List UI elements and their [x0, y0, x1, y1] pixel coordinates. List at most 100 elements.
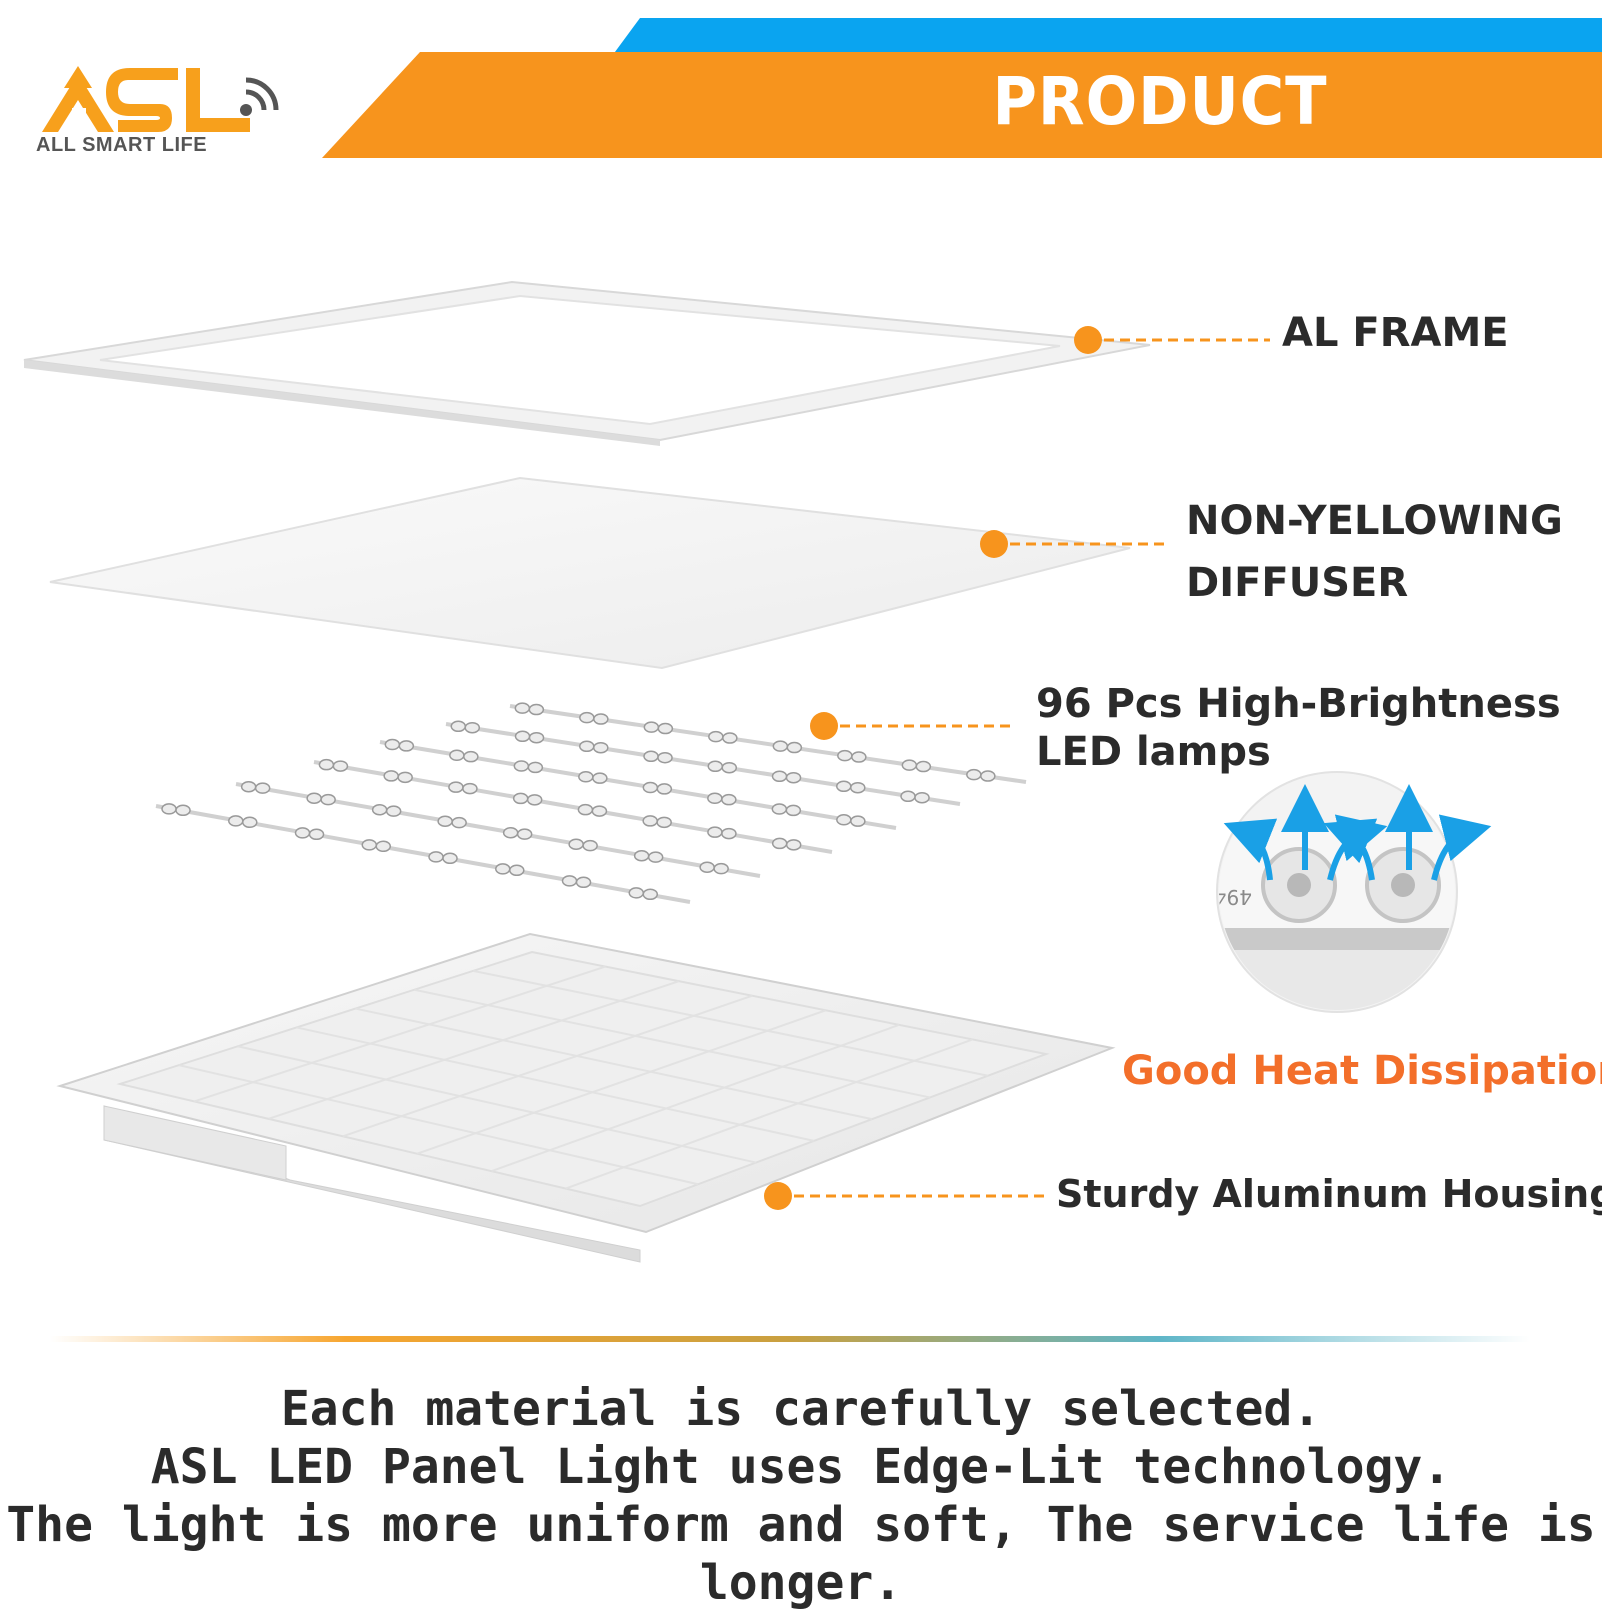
label-led-line2: LED lamps: [1036, 729, 1271, 775]
led-chip: [383, 770, 399, 782]
footer-line1: Each material is carefully selected.: [280, 1381, 1322, 1437]
led-chip: [371, 804, 388, 816]
led-chip: [361, 839, 378, 851]
led-chip: [228, 815, 244, 827]
led-chip: [721, 827, 737, 840]
brand-tagline: ALL SMART LIFE: [36, 134, 208, 156]
led-chip: [294, 827, 311, 839]
led-chip: [980, 770, 996, 782]
led-chip: [242, 816, 258, 829]
pan-grid-line: [491, 1023, 900, 1173]
pan-grid-line: [565, 1038, 973, 1190]
led-chip: [713, 862, 729, 875]
led-chip: [448, 781, 464, 793]
led-chip: [771, 803, 788, 815]
led-chip: [785, 804, 802, 817]
led-chip: [161, 803, 177, 815]
led-chip: [837, 749, 853, 762]
led-chip: [332, 760, 349, 772]
led-chip: [398, 740, 415, 752]
led-chip: [642, 815, 658, 827]
led-chip: [850, 815, 866, 827]
asl-logo: [42, 66, 250, 132]
led-chip: [657, 751, 673, 764]
led-chip: [512, 792, 529, 805]
leader-housing: [764, 1182, 1046, 1210]
led-chip: [772, 740, 789, 752]
led-chip: [628, 887, 645, 899]
label-diffuser-line1: NON-YELLOWING: [1186, 498, 1563, 544]
led-chip: [785, 839, 802, 851]
led-chip: [901, 759, 918, 771]
pan-grid-line: [414, 988, 931, 1099]
led-chip: [384, 738, 401, 751]
led-chip: [509, 864, 525, 877]
header-blue-bar: [612, 18, 1602, 56]
label-al-frame: AL FRAME: [1282, 310, 1509, 356]
led-chip: [642, 888, 659, 901]
led-chip: [593, 741, 609, 754]
label-led-lamps: 96 Pcs High-Brightness LED lamps: [1036, 680, 1561, 776]
label-led-line1: 96 Pcs High-Brightness: [1036, 681, 1561, 727]
led-chip: [442, 852, 458, 865]
led-chip: [657, 722, 674, 735]
led-chip: [914, 791, 930, 804]
led-chip: [463, 750, 479, 763]
led-chip: [375, 840, 392, 853]
pan-grid-line: [416, 1009, 827, 1155]
led-chip: [577, 803, 594, 816]
led-chip: [450, 720, 467, 733]
led-chip: [771, 770, 788, 783]
led-chip: [528, 731, 545, 744]
footer-divider: [50, 1336, 1530, 1342]
led-chip: [900, 790, 916, 803]
led-chip: [451, 816, 467, 829]
pan-grid-line: [193, 965, 606, 1103]
label-aluminum-housing: Sturdy Aluminum Housing: [1056, 1172, 1602, 1216]
led-chip: [591, 805, 608, 817]
led-chip: [699, 861, 715, 873]
led-chip: [514, 730, 531, 743]
led-chip: [320, 793, 336, 806]
led-chip: [502, 827, 519, 839]
led-chip: [449, 749, 465, 762]
label-diffuser: NON-YELLOWING DIFFUSER: [1186, 490, 1563, 614]
led-chip: [514, 702, 531, 714]
led-chip: [308, 828, 325, 841]
led-chip: [561, 875, 578, 887]
led-chip: [306, 792, 322, 804]
led-chip: [836, 814, 852, 826]
footer-text: Each material is carefully selected. ASL…: [0, 1380, 1602, 1612]
led-chip: [656, 783, 673, 795]
led-chip: [397, 771, 413, 784]
pcb-marking: 494: [1214, 885, 1252, 909]
footer-line3: The light is more uniform and soft, The …: [6, 1497, 1596, 1611]
page-title: PRODUCT STRUCTURE: [953, 63, 1367, 240]
led-chip: [579, 740, 595, 753]
led-chip: [464, 721, 481, 734]
led-chip: [707, 792, 723, 805]
pan-grid-line: [268, 980, 680, 1120]
led-chip: [721, 761, 738, 774]
led-chip: [318, 758, 335, 771]
header-orange-bar: [322, 52, 1602, 158]
led-chip: [850, 781, 866, 794]
led-chip: [462, 782, 478, 795]
heat-dissipation-caption: Good Heat Dissipation: [1122, 1048, 1602, 1094]
led-chip: [513, 760, 530, 772]
led-chip: [385, 805, 402, 817]
leader-diffuser: [980, 530, 1166, 558]
led-chip: [568, 838, 584, 850]
led-chip: [579, 711, 595, 724]
pan-grid-line: [342, 994, 753, 1138]
led-chip: [643, 750, 659, 763]
led-chip: [707, 760, 724, 773]
led-chip: [722, 732, 738, 744]
led-chip: [516, 828, 533, 840]
pan-grid-line: [237, 1045, 757, 1164]
led-chip: [915, 760, 932, 773]
heat-arrow-icon: [1223, 784, 1492, 881]
led-chip: [633, 850, 650, 862]
led-chip: [708, 730, 724, 743]
